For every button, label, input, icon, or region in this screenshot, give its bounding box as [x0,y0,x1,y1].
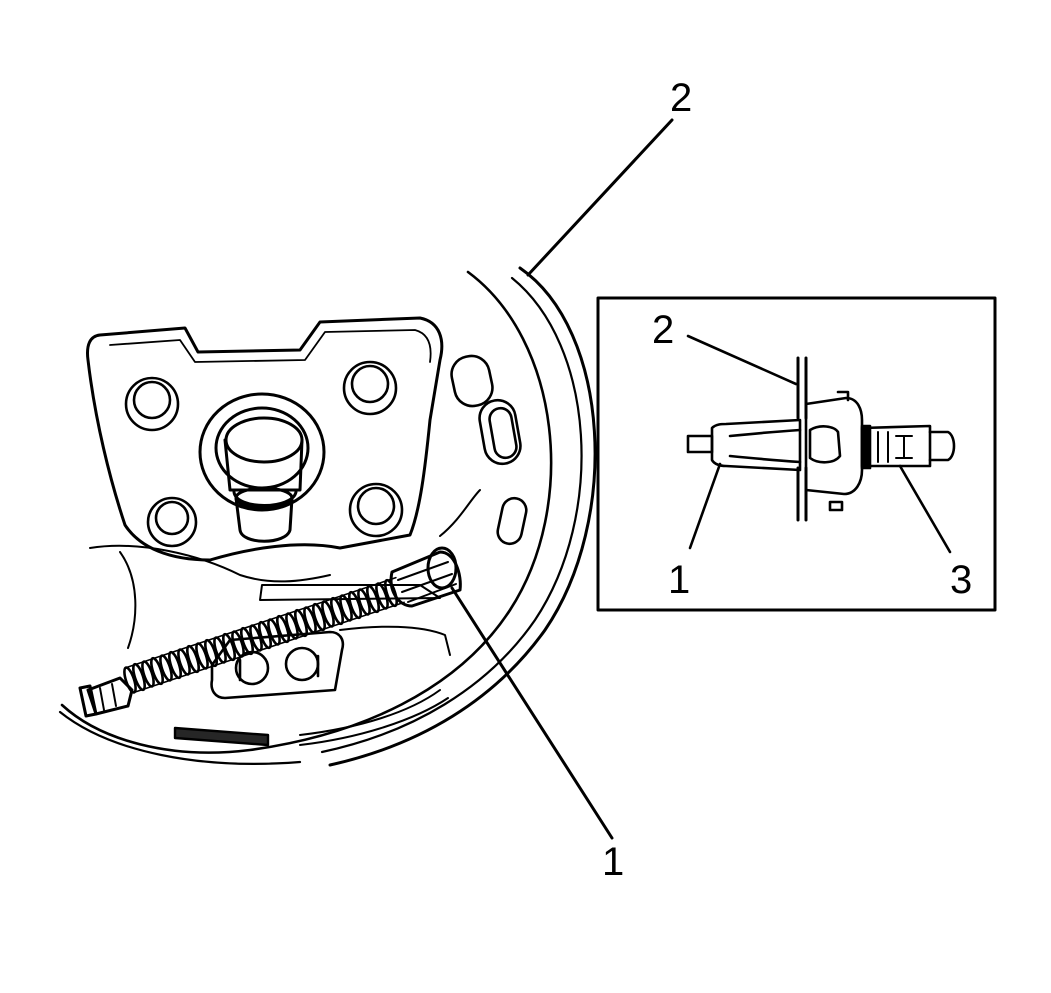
spring [78,576,405,718]
callout-3-inset: 3 [950,558,973,602]
inset-leader-line-3 [898,464,952,554]
pin-retainer [389,546,462,608]
inset-leader-line-2 [686,334,798,386]
adjuster-slots [450,354,528,546]
callout-1-inset: 1 [668,558,691,602]
axle-hub [198,392,326,543]
spring-edge [125,576,397,669]
wheel-stud-bosses [124,360,404,548]
inset-detail [686,356,956,522]
hub-flange [86,316,528,649]
inset-leader-line-1 [688,462,722,550]
lower-bracket [210,625,451,700]
detail-inset-frame [596,296,997,612]
backing-plate [58,266,597,767]
leader-line-2 [526,118,674,277]
leader-line-1 [450,586,614,840]
spring-edge [133,601,405,694]
callout-2-inset: 2 [652,308,675,352]
callout-2-main: 2 [670,76,693,120]
callout-1-main: 1 [602,840,625,884]
